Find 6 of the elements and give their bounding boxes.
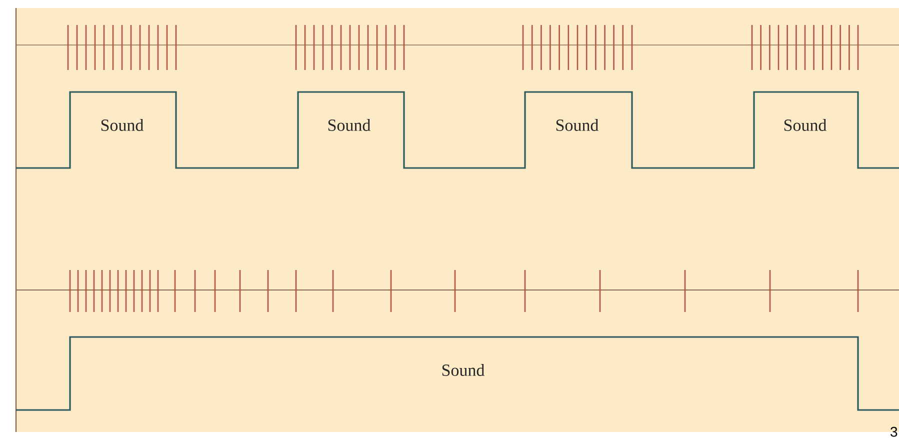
sound-label: Sound: [556, 119, 599, 131]
sound-label: Sound: [101, 119, 144, 131]
page-number: 3: [890, 426, 898, 437]
sound-label: Sound: [442, 364, 485, 376]
sound-label: Sound: [328, 119, 371, 131]
sound-label: Sound: [784, 119, 827, 131]
